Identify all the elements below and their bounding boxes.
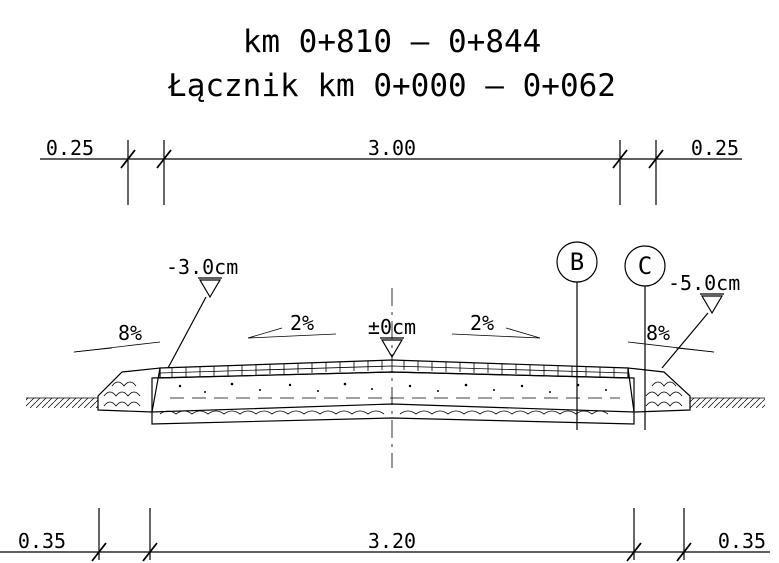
top-dim-right: 0.25 (691, 136, 739, 160)
elevation-left-label: -3.0cm (166, 255, 238, 279)
ground-hatch-right (690, 398, 765, 408)
bottom-dim-left: 0.35 (18, 529, 66, 553)
bottom-dim-middle: 3.20 (368, 529, 416, 553)
slope-arrow-right-lane (451, 327, 541, 339)
marker-b-circle (556, 241, 598, 283)
marker-b-label: B (570, 248, 584, 276)
elevation-marker-right (661, 293, 724, 369)
slope-arrow-left-lane (247, 327, 337, 339)
bottom-dimension-line (0, 508, 770, 562)
bottom-dim-right: 0.35 (718, 529, 766, 553)
elevation-marker-center (380, 337, 404, 359)
title-line-2: Łącznik km 0+000 – 0+062 (167, 68, 616, 104)
elevation-right-label: -5.0cm (668, 271, 740, 295)
elevation-center-label: ±0cm (368, 315, 416, 339)
marker-c-label: C (638, 252, 652, 280)
elevation-marker-left (167, 277, 222, 369)
top-dimension-line (40, 140, 742, 205)
slope-left-shoulder-label: 8% (118, 321, 142, 345)
title-line-1: km 0+810 – 0+844 (243, 24, 542, 60)
road-structure (97, 359, 691, 425)
slope-arrow-left-shoulder (73, 341, 161, 353)
slope-right-lane-label: 2% (470, 311, 494, 335)
top-dim-middle: 3.00 (368, 136, 416, 160)
slope-right-shoulder-label: 8% (646, 321, 670, 345)
marker-c-circle (624, 245, 666, 287)
slope-left-lane-label: 2% (290, 311, 314, 335)
slope-arrow-right-shoulder (627, 341, 715, 353)
top-dim-left: 0.25 (46, 136, 94, 160)
ground-hatch-left (26, 398, 98, 408)
